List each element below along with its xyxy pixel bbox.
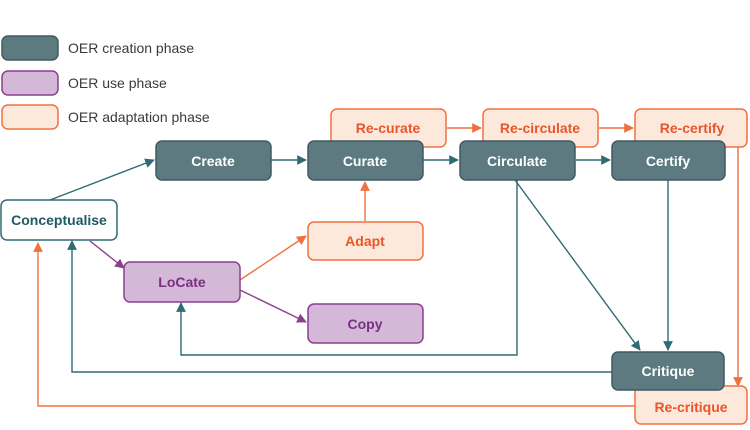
edge-conceptualise-create xyxy=(49,158,155,201)
edge-critique-conceptualise xyxy=(67,240,612,373)
node-locate[interactable]: LoCate xyxy=(123,261,241,303)
node-label-create: Create xyxy=(191,153,235,169)
legend-label-adapt: OER adaptation phase xyxy=(68,109,210,125)
node-label-recurate: Re-curate xyxy=(356,120,421,136)
node-critique[interactable]: Critique xyxy=(611,351,725,391)
node-certify[interactable]: Certify xyxy=(611,140,726,181)
node-circulate[interactable]: Circulate xyxy=(459,140,576,181)
node-label-copy: Copy xyxy=(348,316,383,332)
node-label-critique: Critique xyxy=(642,363,695,379)
node-create[interactable]: Create xyxy=(155,140,272,181)
node-label-conceptualise: Conceptualise xyxy=(11,212,107,228)
node-label-locate: LoCate xyxy=(158,274,206,290)
node-label-curate: Curate xyxy=(343,153,388,169)
node-recirculate[interactable]: Re-circulate xyxy=(482,108,599,148)
legend-item-adapt: OER adaptation phase xyxy=(1,104,210,130)
node-label-recirculate: Re-circulate xyxy=(500,120,580,136)
edge-locate-copy xyxy=(239,289,307,323)
edge-circulate-locate xyxy=(176,180,518,356)
node-copy[interactable]: Copy xyxy=(307,303,424,344)
legend-label-use: OER use phase xyxy=(68,75,167,91)
node-curate[interactable]: Curate xyxy=(307,140,424,181)
edge-circulate-critique xyxy=(514,179,641,351)
node-label-certify: Certify xyxy=(646,153,691,169)
node-label-recertify: Re-certify xyxy=(660,120,725,136)
legend-item-creation: OER creation phase xyxy=(1,35,194,61)
node-recertify[interactable]: Re-certify xyxy=(634,108,748,148)
legend-label-creation: OER creation phase xyxy=(68,40,194,56)
edge-conceptualise-locate xyxy=(89,240,125,269)
legend: OER creation phase OER use phase OER ada… xyxy=(1,35,210,130)
legend-swatch-adapt xyxy=(1,104,59,130)
node-adapt[interactable]: Adapt xyxy=(307,221,424,261)
edge-recritique-conceptualise xyxy=(33,242,636,407)
node-recritique[interactable]: Re-critique xyxy=(634,385,748,425)
legend-swatch-use xyxy=(1,70,59,96)
legend-swatch-creation xyxy=(1,35,59,61)
node-conceptualise[interactable]: Conceptualise xyxy=(0,199,118,241)
edge-locate-adapt xyxy=(239,235,307,281)
legend-item-use: OER use phase xyxy=(1,70,167,96)
node-label-recritique: Re-critique xyxy=(654,399,727,415)
node-recurate[interactable]: Re-curate xyxy=(330,108,447,148)
node-label-adapt: Adapt xyxy=(345,233,385,249)
node-label-circulate: Circulate xyxy=(487,153,547,169)
edges xyxy=(33,123,743,407)
